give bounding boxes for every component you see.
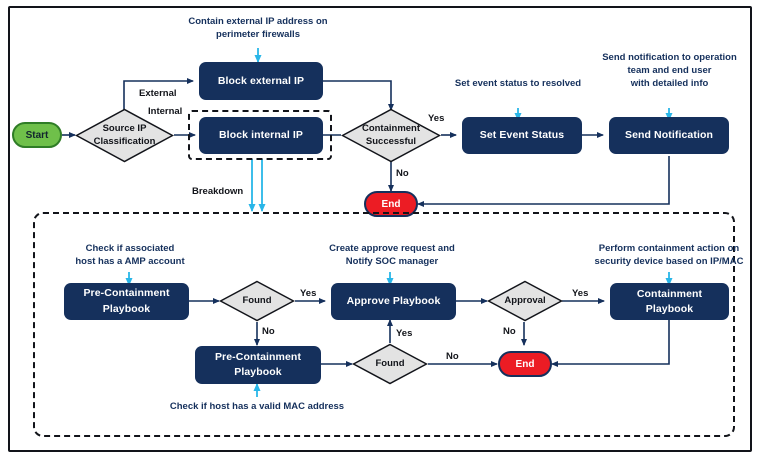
node-label: Block external IP [217, 74, 305, 87]
node-label: Pre-Containment Playbook [214, 350, 302, 378]
annotation-approve-playbook: Create approve request and Notify SOC ma… [329, 243, 455, 267]
annotation-mac-address: Check if host has a valid MAC address [169, 401, 345, 412]
edge-label-containment-no: No [396, 168, 409, 179]
edge-label-found-amp-no: No [262, 326, 275, 337]
diamond-shape [219, 280, 295, 322]
edge-label-found-mac-yes: Yes [396, 328, 413, 339]
edge-label-breakdown: Breakdown [192, 186, 244, 197]
sub-process-container [33, 212, 735, 437]
node-label: Pre-Containment Playbook [83, 287, 170, 315]
node-label: Send Notification [624, 129, 714, 142]
diamond-shape [341, 108, 441, 163]
decision-approval[interactable]: Approval [487, 280, 563, 322]
node-containment-playbook[interactable]: Containment Playbook [610, 283, 729, 320]
start-terminator[interactable]: Start [12, 122, 62, 148]
end-terminator-bottom[interactable]: End [498, 351, 552, 377]
annotation-block-external-ip: Contain external IP address on perimeter… [188, 16, 328, 40]
node-approve-playbook[interactable]: Approve Playbook [331, 283, 456, 320]
end-label: End [515, 358, 535, 370]
edge-label-approval-yes: Yes [572, 288, 589, 299]
node-label: Block internal IP [219, 129, 303, 142]
node-pre-containment-playbook-mac[interactable]: Pre-Containment Playbook [195, 346, 321, 384]
end-label: End [381, 198, 401, 210]
annotation-containment-playbook: Perform containment action on security d… [594, 243, 744, 267]
decision-found-amp[interactable]: Found [219, 280, 295, 322]
diamond-shape [75, 108, 174, 163]
node-send-notification[interactable]: Send Notification [609, 117, 729, 154]
start-label: Start [25, 129, 49, 141]
edge-label-containment-yes: Yes [428, 113, 445, 124]
decision-containment-successful[interactable]: Containment Successful [341, 108, 441, 163]
edge-label-approval-no: No [503, 326, 516, 337]
annotation-send-notification: Send notification to operation team and … [602, 52, 737, 89]
edge-label-found-mac-no: No [446, 351, 459, 362]
edge-label-found-amp-yes: Yes [300, 288, 317, 299]
node-label: Approve Playbook [346, 295, 441, 308]
node-label: Set Event Status [479, 129, 565, 142]
annotation-set-event-status: Set event status to resolved [454, 78, 582, 89]
diamond-shape [487, 280, 563, 322]
node-block-internal-ip[interactable]: Block internal IP [199, 117, 323, 154]
node-set-event-status[interactable]: Set Event Status [462, 117, 582, 154]
annotation-amp-account: Check if associated host has a AMP accou… [75, 243, 185, 267]
node-label: Containment Playbook [636, 288, 703, 315]
edge-label-external: External [139, 88, 177, 99]
outer-frame [8, 6, 752, 452]
node-block-external-ip[interactable]: Block external IP [199, 62, 323, 100]
dashed-group-block-internal-ip [188, 110, 332, 160]
node-pre-containment-playbook-amp[interactable]: Pre-Containment Playbook [64, 283, 189, 320]
decision-found-mac[interactable]: Found [352, 343, 428, 385]
edge-label-internal: Internal [148, 106, 183, 117]
diamond-shape [352, 343, 428, 385]
